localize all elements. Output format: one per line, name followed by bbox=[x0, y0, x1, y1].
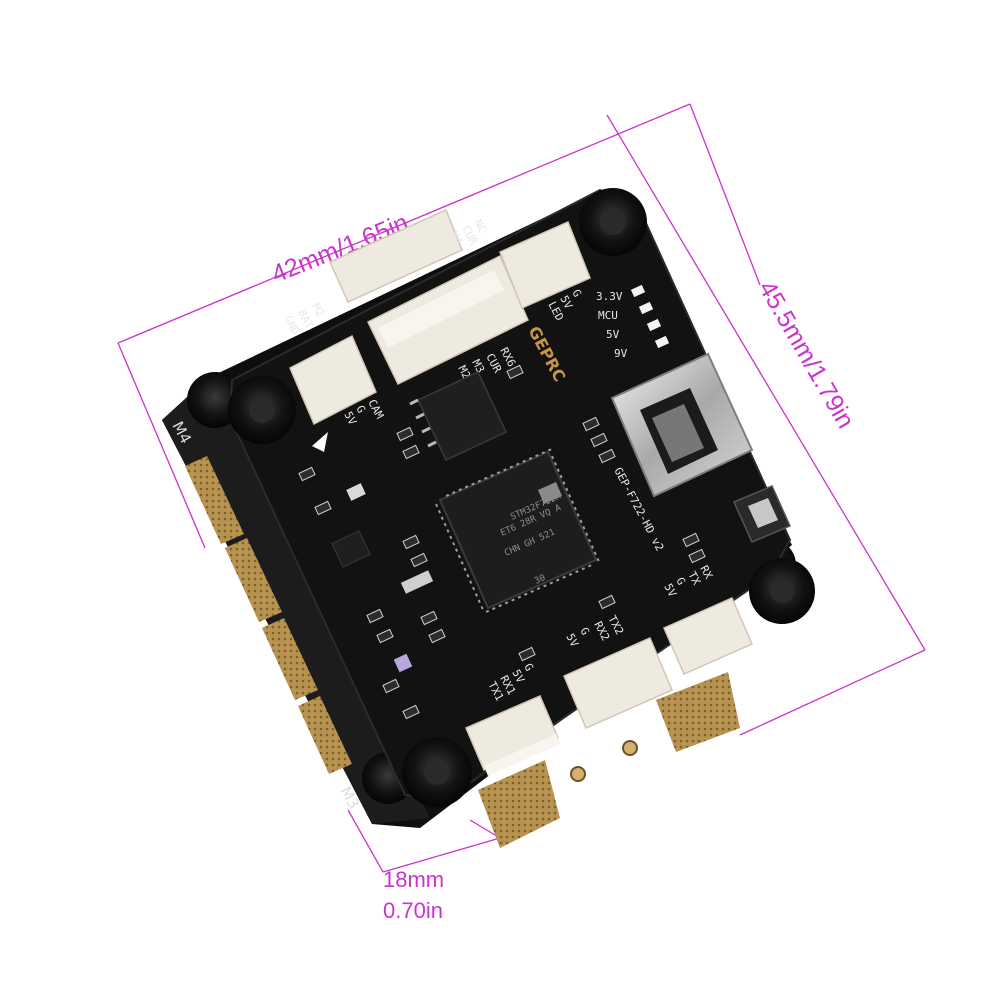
led-label-3v3: 3.3V bbox=[596, 290, 623, 303]
label-cam-g: G bbox=[353, 403, 368, 415]
connector-top-small bbox=[329, 208, 463, 303]
solder-pad bbox=[622, 740, 638, 756]
mount-hole-top-left bbox=[228, 376, 296, 444]
label-nc: NC bbox=[471, 217, 489, 235]
status-leds bbox=[630, 284, 670, 349]
connector-led bbox=[499, 220, 591, 310]
led-label-9v: 9V bbox=[614, 347, 628, 360]
label-tx-br: TX bbox=[685, 569, 703, 587]
mount-hole-top-right bbox=[579, 188, 647, 256]
thickness-in-label: 0.70in bbox=[383, 898, 443, 923]
label-rx-br: RX bbox=[697, 563, 715, 581]
connector-uart3 bbox=[663, 597, 753, 675]
label-m3: M3 bbox=[469, 357, 487, 375]
flash-chip bbox=[409, 371, 507, 461]
flight-controller-board: M2 BAT GND NC CUR M4 RX6 CUR M3 M2 G 5V … bbox=[228, 188, 815, 807]
label-led-5v: 5V bbox=[557, 293, 575, 311]
mount-hole-bottom-right bbox=[749, 558, 815, 624]
label-m4: M4 bbox=[447, 229, 465, 247]
boot-button bbox=[733, 485, 791, 543]
height-dimension-label: 45.5mm/1.79in bbox=[753, 276, 860, 433]
mcu-chip: STM32F722R ET6 28R VQ A CHN GH 521 30 bbox=[435, 447, 601, 613]
mount-hole-bottom-left bbox=[402, 737, 472, 807]
label-5v-bm: 5V bbox=[563, 631, 581, 649]
label-cam-5v: 5V bbox=[341, 409, 359, 427]
led-purple bbox=[393, 653, 413, 673]
orientation-arrow bbox=[312, 432, 328, 452]
solder-pad bbox=[570, 766, 586, 782]
gyro-chip bbox=[331, 530, 371, 568]
esc-solder-pads-left bbox=[185, 456, 352, 774]
connector-cam bbox=[289, 334, 377, 426]
label-5v-bl: 5V bbox=[509, 667, 527, 685]
crystal bbox=[400, 570, 434, 594]
dimension-lines bbox=[117, 103, 926, 873]
esc-solder-pad-bottom-left bbox=[478, 760, 560, 848]
esc-solder-pad-bottom-right bbox=[656, 672, 740, 752]
connector-uart1 bbox=[465, 695, 560, 776]
connector-uart2 bbox=[563, 637, 673, 729]
smd-components bbox=[298, 364, 706, 720]
label-led-g: G bbox=[569, 287, 584, 299]
st-logo bbox=[538, 482, 562, 504]
label-g-br: G bbox=[673, 575, 688, 587]
label-g-bm: G bbox=[577, 625, 592, 637]
connector-esc-8pin bbox=[367, 254, 529, 386]
baro-chip bbox=[346, 483, 366, 501]
label-g-bl: G bbox=[521, 661, 536, 673]
thickness-mm-label: 18mm bbox=[383, 867, 444, 892]
label-5v-br: 5V bbox=[661, 581, 679, 599]
mcu-line-4: 30 bbox=[533, 573, 547, 587]
usb-c-port bbox=[610, 352, 754, 498]
led-label-5v: 5V bbox=[606, 328, 620, 341]
label-m2: M2 bbox=[309, 301, 327, 319]
led-label-mcu: MCU bbox=[598, 309, 618, 322]
